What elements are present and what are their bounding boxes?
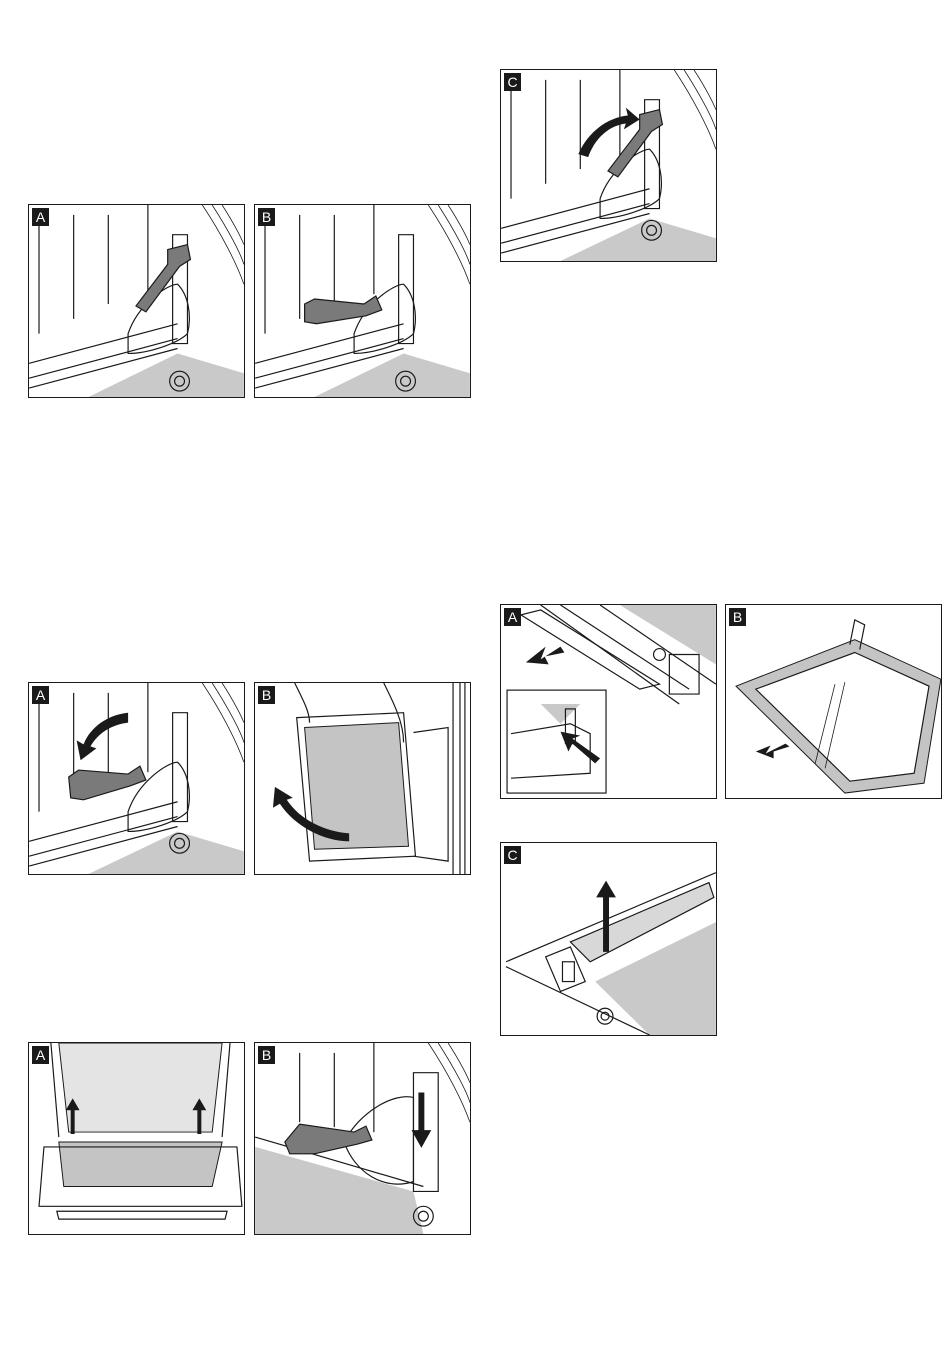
panel-label: A xyxy=(32,208,49,226)
panel-label: B xyxy=(258,208,275,226)
hinge-lever-open-icon xyxy=(255,205,470,397)
panel-label: A xyxy=(504,608,521,626)
panel-label: B xyxy=(258,686,275,704)
door-lift-out-icon xyxy=(255,683,470,874)
figure-1a-panel: A xyxy=(28,204,245,398)
glass-pane-remove-icon xyxy=(726,605,941,798)
figure-2c-panel: C xyxy=(500,69,717,262)
door-cover-press-icon xyxy=(501,605,716,798)
figure-3a-panel: A xyxy=(28,682,245,875)
figure-5c-panel: C xyxy=(500,842,717,1036)
figure-4a-panel: A xyxy=(500,604,717,799)
figure-6a-panel: A xyxy=(28,1042,245,1235)
figure-6b-panel: B xyxy=(254,1042,471,1235)
panel-label: C xyxy=(504,846,521,864)
hinge-lever-rotate-icon xyxy=(501,70,716,261)
panel-label: A xyxy=(32,686,49,704)
panel-label: B xyxy=(258,1046,275,1064)
panel-label: A xyxy=(32,1046,49,1064)
figure-1b-panel: B xyxy=(254,204,471,398)
hinge-lever-fold-down-icon xyxy=(29,683,244,874)
glass-pane-insert-icon xyxy=(29,1043,244,1234)
panel-label: B xyxy=(729,608,746,626)
hinge-lever-close-icon xyxy=(255,1043,470,1234)
figure-4b-panel: B xyxy=(725,604,942,799)
hinge-bracket-lift-icon xyxy=(501,843,716,1035)
figure-3b-panel: B xyxy=(254,682,471,875)
panel-label: C xyxy=(504,73,521,91)
hinge-lever-up-icon xyxy=(29,205,244,397)
